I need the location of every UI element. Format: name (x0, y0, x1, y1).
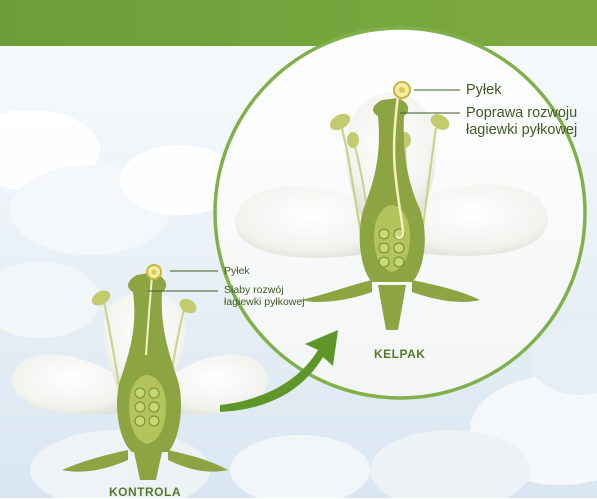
treated-tube-label-line1: Poprawa rozwoju (466, 105, 577, 122)
treated-caption: KELPAK (374, 347, 425, 361)
treated-pollen-label: Pyłek (466, 82, 501, 99)
treated-tube-label-line2: łagiewki pyłkowej (466, 122, 577, 139)
control-tube-label-line2: łagiewki pyłkowej (224, 297, 305, 308)
control-tube-label-line1: Słaby rozwój (224, 285, 284, 296)
control-pollen-label: Pyłek (224, 266, 250, 277)
treated-anther-2 (347, 132, 359, 148)
control-caption: KONTROLA (109, 485, 181, 499)
